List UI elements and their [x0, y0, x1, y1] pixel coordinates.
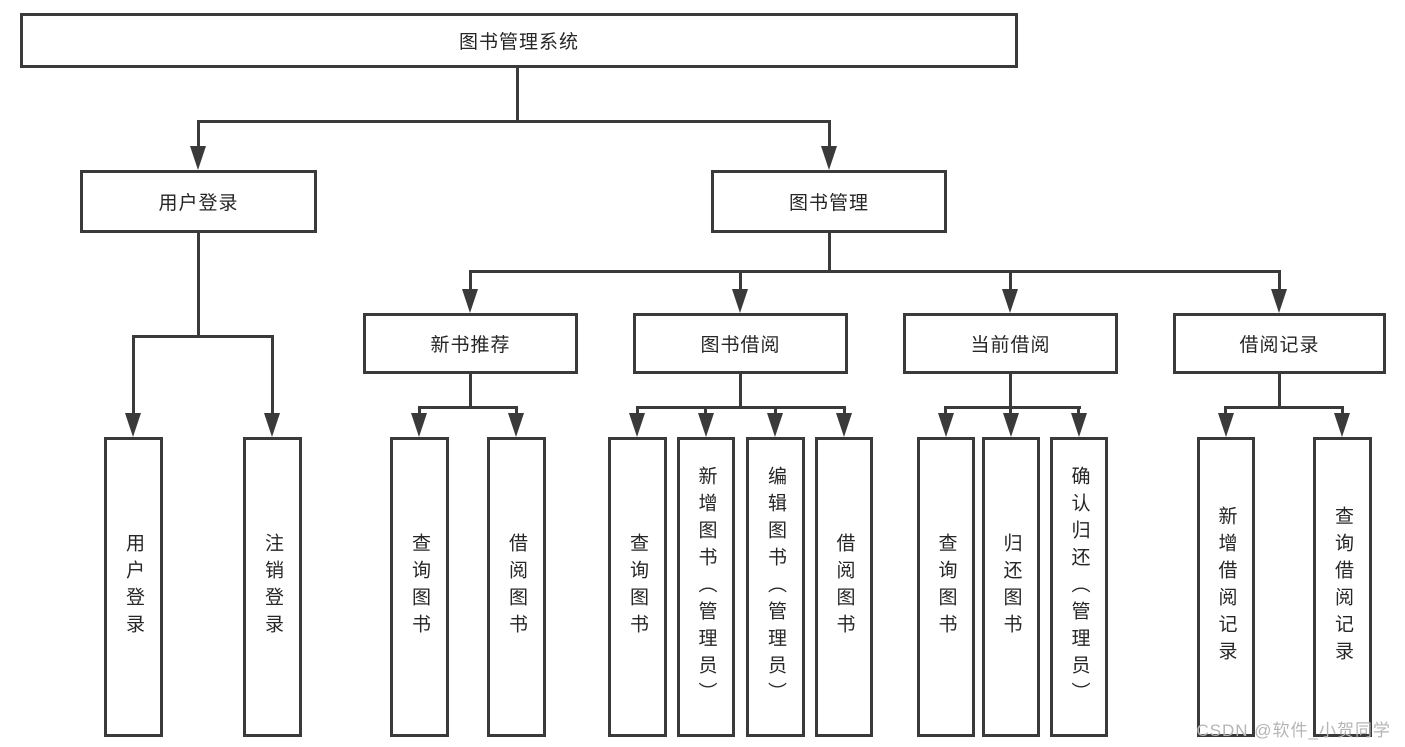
connector-line — [1278, 270, 1281, 292]
connector-line — [1224, 406, 1227, 416]
arrowhead-down-icon — [125, 413, 141, 437]
node-new-book-recommendation: 新书推荐 — [363, 313, 578, 374]
leaf-label: 注销登录 — [262, 533, 283, 641]
connector-line — [944, 406, 1081, 409]
arrowhead-down-icon — [1271, 289, 1287, 313]
connector-line — [132, 335, 135, 415]
connector-line — [197, 120, 831, 123]
leaf-user-login: 用户登录 — [104, 437, 163, 737]
leaf-label: 查询借阅记录 — [1332, 506, 1353, 668]
leaf-logout: 注销登录 — [243, 437, 302, 737]
node-book-borrowing: 图书借阅 — [633, 313, 848, 374]
arrowhead-down-icon — [836, 413, 852, 437]
connector-line — [1224, 406, 1344, 409]
leaf-label: 归还图书 — [1000, 533, 1022, 641]
arrowhead-down-icon — [629, 413, 645, 437]
leaf-label: 借阅图书 — [833, 533, 855, 641]
connector-line — [774, 406, 777, 416]
node-library-management-system: 图书管理系统 — [20, 13, 1018, 68]
leaf-query-books-current: 查询图书 — [917, 437, 975, 737]
arrowhead-down-icon — [1218, 413, 1234, 437]
arrowhead-down-icon — [462, 289, 478, 313]
connector-line — [739, 374, 742, 406]
csdn-watermark: CSDN @软件_小贺同学 — [1196, 721, 1391, 740]
connector-line — [271, 335, 274, 415]
leaf-label: 查询图书 — [935, 533, 957, 641]
connector-line — [197, 120, 200, 150]
node-label: 当前借阅 — [970, 335, 1051, 356]
leaf-label: 编辑图书（管理员） — [765, 465, 786, 709]
node-borrow-records: 借阅记录 — [1173, 313, 1386, 374]
connector-line — [828, 233, 831, 270]
leaf-query-borrow-record: 查询借阅记录 — [1313, 437, 1372, 737]
arrowhead-down-icon — [508, 413, 524, 437]
connector-line — [1278, 374, 1281, 406]
leaf-query-books-recommend: 查询图书 — [390, 437, 449, 737]
connector-line — [1341, 406, 1344, 416]
leaf-borrow-books-recommend: 借阅图书 — [487, 437, 546, 737]
leaf-label: 查询图书 — [409, 533, 430, 641]
node-book-management: 图书管理 — [711, 170, 947, 233]
connector-line — [469, 374, 472, 406]
leaf-label: 新增图书（管理员） — [695, 465, 717, 709]
arrowhead-down-icon — [1003, 413, 1019, 437]
connector-line — [132, 335, 274, 338]
arrowhead-down-icon — [411, 413, 427, 437]
connector-line — [515, 406, 518, 416]
leaf-return-books: 归还图书 — [982, 437, 1040, 737]
connector-line — [469, 270, 472, 292]
connector-line — [1009, 374, 1012, 406]
connector-line — [944, 406, 947, 416]
node-current-borrowing: 当前借阅 — [903, 313, 1118, 374]
connector-line — [1009, 270, 1012, 292]
arrowhead-down-icon — [1002, 289, 1018, 313]
arrowhead-down-icon — [821, 146, 837, 170]
connector-line — [418, 406, 421, 416]
connector-line — [1009, 406, 1012, 416]
leaf-label: 用户登录 — [123, 533, 144, 641]
leaf-confirm-return-admin: 确认归还（管理员） — [1050, 437, 1108, 737]
connector-line — [636, 406, 639, 416]
connector-line — [636, 406, 846, 409]
node-label: 新书推荐 — [430, 335, 511, 356]
leaf-query-books-borrowing: 查询图书 — [608, 437, 667, 737]
connector-line — [704, 406, 707, 416]
connector-line — [843, 406, 846, 416]
node-label: 用户登录 — [158, 193, 239, 214]
leaf-edit-books-admin: 编辑图书（管理员） — [746, 437, 805, 737]
connector-line — [739, 270, 742, 292]
arrowhead-down-icon — [938, 413, 954, 437]
connector-line — [418, 406, 518, 409]
arrowhead-down-icon — [732, 289, 748, 313]
connector-line — [469, 270, 1281, 273]
node-label: 图书借阅 — [700, 335, 781, 356]
arrowhead-down-icon — [190, 146, 206, 170]
arrowhead-down-icon — [264, 413, 280, 437]
leaf-add-books-admin: 新增图书（管理员） — [677, 437, 735, 737]
arrowhead-down-icon — [1071, 413, 1087, 437]
connector-line — [197, 233, 200, 335]
connector-line — [516, 68, 519, 120]
leaf-label: 查询图书 — [627, 533, 648, 641]
leaf-label: 新增借阅记录 — [1215, 506, 1237, 668]
leaf-label: 借阅图书 — [506, 533, 527, 641]
arrowhead-down-icon — [767, 413, 783, 437]
leaf-add-borrow-record: 新增借阅记录 — [1197, 437, 1255, 737]
connector-line — [1077, 406, 1080, 416]
node-label: 图书管理 — [788, 193, 869, 214]
node-label: 图书管理系统 — [458, 32, 579, 53]
connector-line — [828, 120, 831, 150]
leaf-borrow-books: 借阅图书 — [815, 437, 873, 737]
node-user-login: 用户登录 — [80, 170, 317, 233]
arrowhead-down-icon — [698, 413, 714, 437]
arrowhead-down-icon — [1334, 413, 1350, 437]
node-label: 借阅记录 — [1239, 335, 1320, 356]
leaf-label: 确认归还（管理员） — [1068, 465, 1090, 709]
